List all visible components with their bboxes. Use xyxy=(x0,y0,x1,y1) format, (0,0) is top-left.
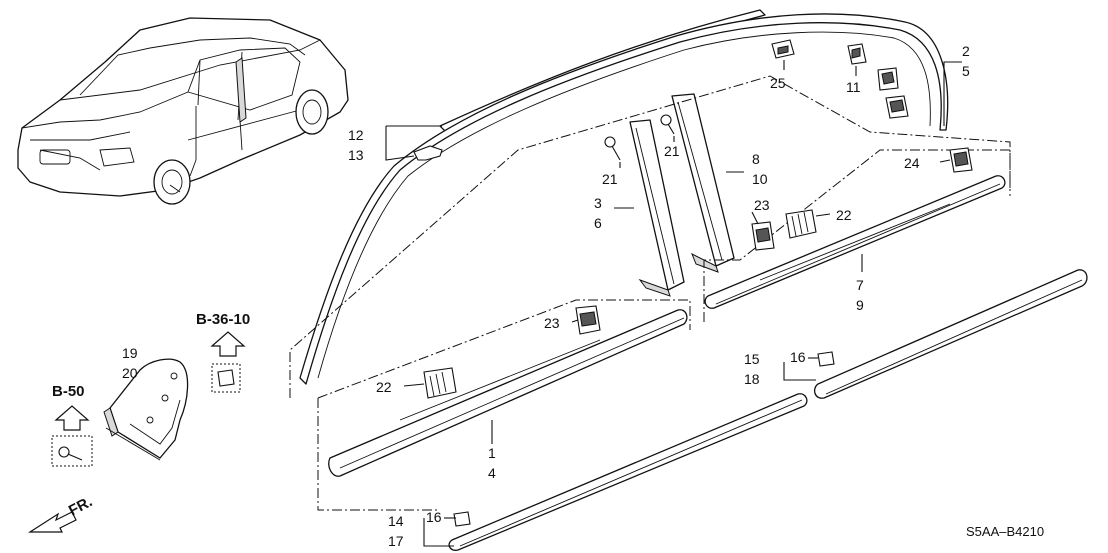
callout-8: 8 xyxy=(752,151,760,167)
up-arrow-b50-icon xyxy=(54,405,90,431)
callout-6: 6 xyxy=(594,215,602,231)
callout-23a: 23 xyxy=(754,197,770,213)
callout-labels: 2 5 25 11 12 13 21 21 3 6 8 10 23 22 24 … xyxy=(52,43,1044,549)
callout-15: 15 xyxy=(744,351,760,367)
front-door-molding-part xyxy=(328,309,688,477)
callout-4: 4 xyxy=(488,465,496,481)
callout-20: 20 xyxy=(122,365,138,381)
callout-12: 12 xyxy=(348,127,364,143)
callout-2: 2 xyxy=(962,43,970,59)
callout-17: 17 xyxy=(388,533,404,549)
callout-25: 25 xyxy=(770,75,786,91)
side-sill-molding-front xyxy=(448,393,808,551)
fasteners xyxy=(58,39,973,527)
callout-24: 24 xyxy=(904,155,920,171)
callout-22a: 22 xyxy=(836,207,852,223)
callout-1: 1 xyxy=(488,445,496,461)
callout-16b: 16 xyxy=(426,509,442,525)
assembly-outlines xyxy=(51,75,1011,511)
callout-10: 10 xyxy=(752,171,768,187)
callout-23b: 23 xyxy=(544,315,560,331)
callout-11: 11 xyxy=(846,79,861,95)
vehicle-illustration xyxy=(17,17,349,205)
callout-21b: 21 xyxy=(664,143,680,159)
side-sill-molding-rear xyxy=(813,269,1088,399)
reference-b36-10: B-36-10 xyxy=(196,311,250,328)
front-arrow-icon xyxy=(27,511,77,533)
callout-5: 5 xyxy=(962,63,970,79)
callout-14: 14 xyxy=(388,513,404,529)
callout-22b: 22 xyxy=(376,379,392,395)
callout-19: 19 xyxy=(122,345,138,361)
reference-b50: B-50 xyxy=(52,383,85,400)
callout-3: 3 xyxy=(594,195,602,211)
callout-16a: 16 xyxy=(790,349,806,365)
callout-13: 13 xyxy=(348,147,364,163)
roof-molding-part xyxy=(299,9,949,385)
up-arrow-b36-icon xyxy=(210,331,246,357)
callout-9: 9 xyxy=(856,297,864,313)
pillar-molding-rear xyxy=(671,93,735,273)
callout-7: 7 xyxy=(856,277,864,293)
callout-21a: 21 xyxy=(602,171,618,187)
callout-18: 18 xyxy=(744,371,760,387)
mudguard-part xyxy=(103,358,189,461)
pillar-molding-front xyxy=(629,119,685,297)
leader-lines xyxy=(385,60,962,547)
reference-arrows xyxy=(27,331,246,533)
diagram-code: S5AA–B4210 xyxy=(966,524,1044,539)
rear-door-molding-part xyxy=(704,175,1006,309)
